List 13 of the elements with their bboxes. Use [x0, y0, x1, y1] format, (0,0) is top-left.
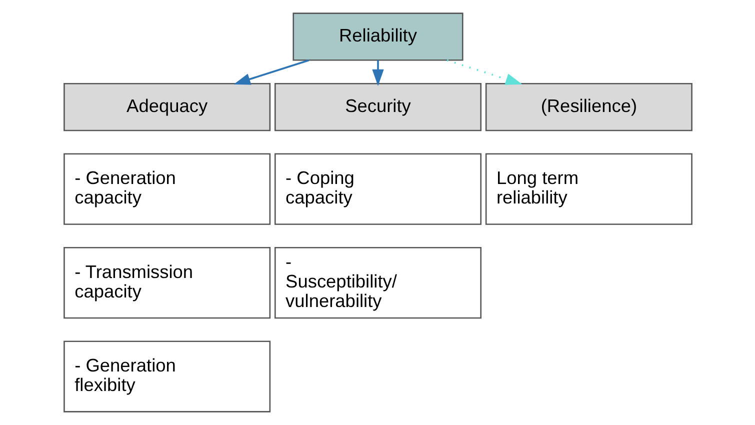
node-box: - Generation flexibity — [63, 340, 270, 412]
node-box: - Transmission capacity — [63, 247, 270, 319]
arrow — [372, 60, 384, 86]
node-box: (Resilience) — [484, 82, 692, 132]
arrow — [446, 59, 522, 85]
node-box: Long term reliability — [484, 153, 692, 225]
arrow — [233, 59, 309, 85]
node-box: - Coping capacity — [274, 153, 481, 225]
node-box: Reliability — [292, 12, 463, 61]
node-box: Adequacy — [63, 82, 270, 132]
node-box: Security — [274, 82, 481, 132]
node-box: - Susceptibility/ vulnerability — [274, 247, 481, 319]
node-box: - Generation capacity — [63, 153, 270, 225]
